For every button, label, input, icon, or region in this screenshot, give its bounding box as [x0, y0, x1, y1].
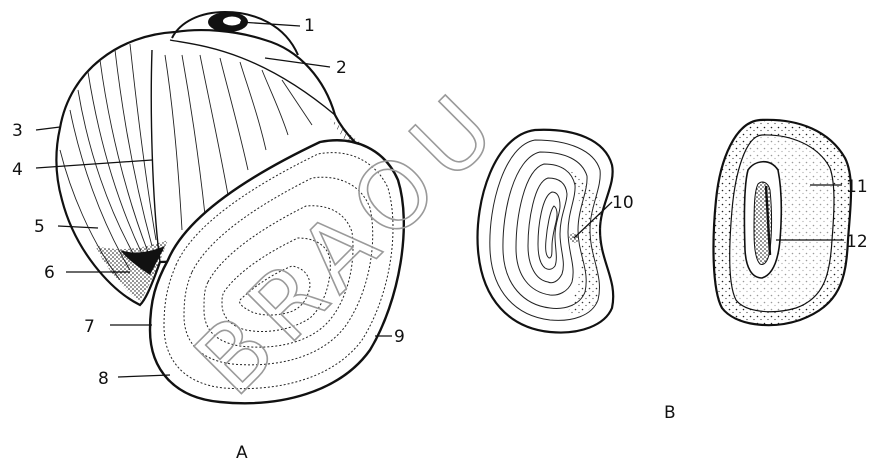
label-9: 9 — [394, 327, 405, 347]
label-5: 5 — [34, 217, 45, 237]
operculum-inner — [714, 120, 852, 325]
caption-a: A — [236, 443, 248, 463]
label-4: 4 — [12, 160, 23, 180]
label-12: 12 — [846, 232, 868, 252]
caption-b: B — [664, 403, 676, 423]
label-10: 10 — [612, 193, 634, 213]
label-11: 11 — [846, 177, 868, 197]
label-1: 1 — [304, 16, 315, 36]
label-8: 8 — [98, 369, 109, 389]
label-6: 6 — [44, 263, 55, 283]
label-7: 7 — [84, 317, 95, 337]
label-3: 3 — [12, 121, 23, 141]
label-2: 2 — [336, 58, 347, 78]
